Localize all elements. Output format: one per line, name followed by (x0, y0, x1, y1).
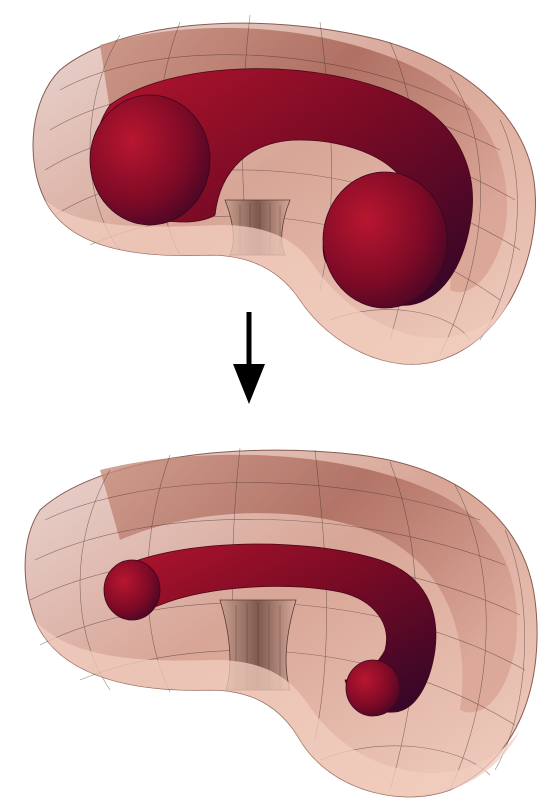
panel-after (25, 448, 537, 797)
panel-before (33, 15, 535, 364)
inner-tube-right-cap (346, 660, 400, 716)
arrow-head (233, 364, 265, 404)
transition-arrow (233, 312, 265, 404)
inner-tube-left-cap (90, 95, 210, 225)
inner-tube-left-cap (104, 560, 160, 620)
inner-tube-right-cap (323, 172, 447, 308)
